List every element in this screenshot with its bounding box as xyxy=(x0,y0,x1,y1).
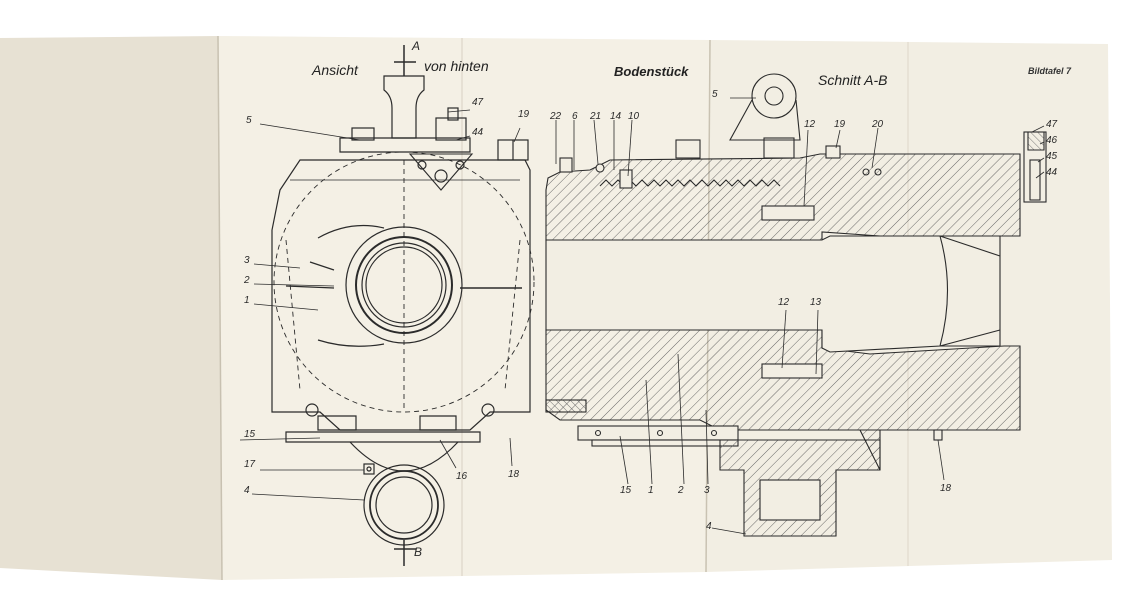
callout-12-middle: 12 xyxy=(778,297,790,308)
callout-6: 6 xyxy=(572,111,578,122)
callout-3: 3 xyxy=(244,255,250,266)
callout-12-top: 12 xyxy=(804,119,816,130)
callout-14: 14 xyxy=(610,111,622,122)
callout-45: 45 xyxy=(1046,151,1058,162)
section-mark-a: A xyxy=(412,39,421,53)
callout-19: 19 xyxy=(518,109,530,120)
view-title-left: Ansicht xyxy=(312,62,358,78)
callout-2-section: 2 xyxy=(678,485,684,496)
callout-46: 46 xyxy=(1046,135,1058,146)
callout-47-section: 47 xyxy=(1046,119,1058,130)
callout-44-section: 44 xyxy=(1046,167,1058,178)
part-title: Bodenstück xyxy=(614,64,689,79)
callout-4: 4 xyxy=(244,485,250,496)
callout-2: 2 xyxy=(244,275,250,286)
callout-15: 15 xyxy=(244,429,256,440)
callout-21: 21 xyxy=(590,111,602,122)
callout-4-section: 4 xyxy=(706,521,712,532)
callout-20: 20 xyxy=(872,119,884,130)
leader-lines-rear xyxy=(239,109,521,501)
callout-3-section: 3 xyxy=(704,485,710,496)
leader-lines-section xyxy=(555,97,1045,535)
callout-15-section: 15 xyxy=(620,485,632,496)
callout-19-section: 19 xyxy=(834,119,846,130)
callout-5-section: 5 xyxy=(712,89,718,100)
callout-13: 13 xyxy=(810,297,822,308)
callout-22: 22 xyxy=(550,111,562,122)
callout-16: 16 xyxy=(456,471,468,482)
plate-number: Bildtafel 7 xyxy=(1028,66,1072,76)
callout-47: 47 xyxy=(472,97,484,108)
view-title-right: von hinten xyxy=(424,58,489,74)
callout-17: 17 xyxy=(244,459,256,470)
section-title: Schnitt A-B xyxy=(818,72,888,88)
callout-18: 18 xyxy=(508,469,520,480)
callout-1: 1 xyxy=(244,295,250,306)
callout-18-section: 18 xyxy=(940,483,952,494)
callout-10: 10 xyxy=(628,111,640,122)
rear-view-drawing xyxy=(271,45,535,566)
callout-5: 5 xyxy=(246,115,252,126)
callout-44: 44 xyxy=(472,127,484,138)
callout-1-section: 1 xyxy=(648,485,654,496)
section-view-drawing xyxy=(545,73,1047,537)
section-mark-b: B xyxy=(414,545,423,559)
